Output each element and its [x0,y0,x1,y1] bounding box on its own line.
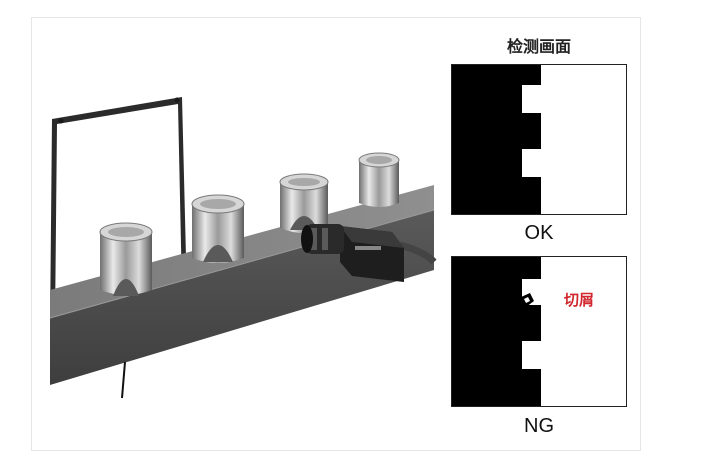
ok-inspection-image [451,64,627,215]
ng-label: NG [524,415,554,437]
piston-2 [191,194,245,263]
ok-label: OK [524,222,554,244]
piston-1 [99,222,153,296]
inspection-scene-illustration [49,97,437,399]
ng-inspection-image [451,256,627,407]
chip-defect-label: 切屑 [564,291,595,309]
inspection-screen-title: 检测画面 [506,37,571,56]
piston-4 [358,152,400,207]
camera [301,224,437,282]
